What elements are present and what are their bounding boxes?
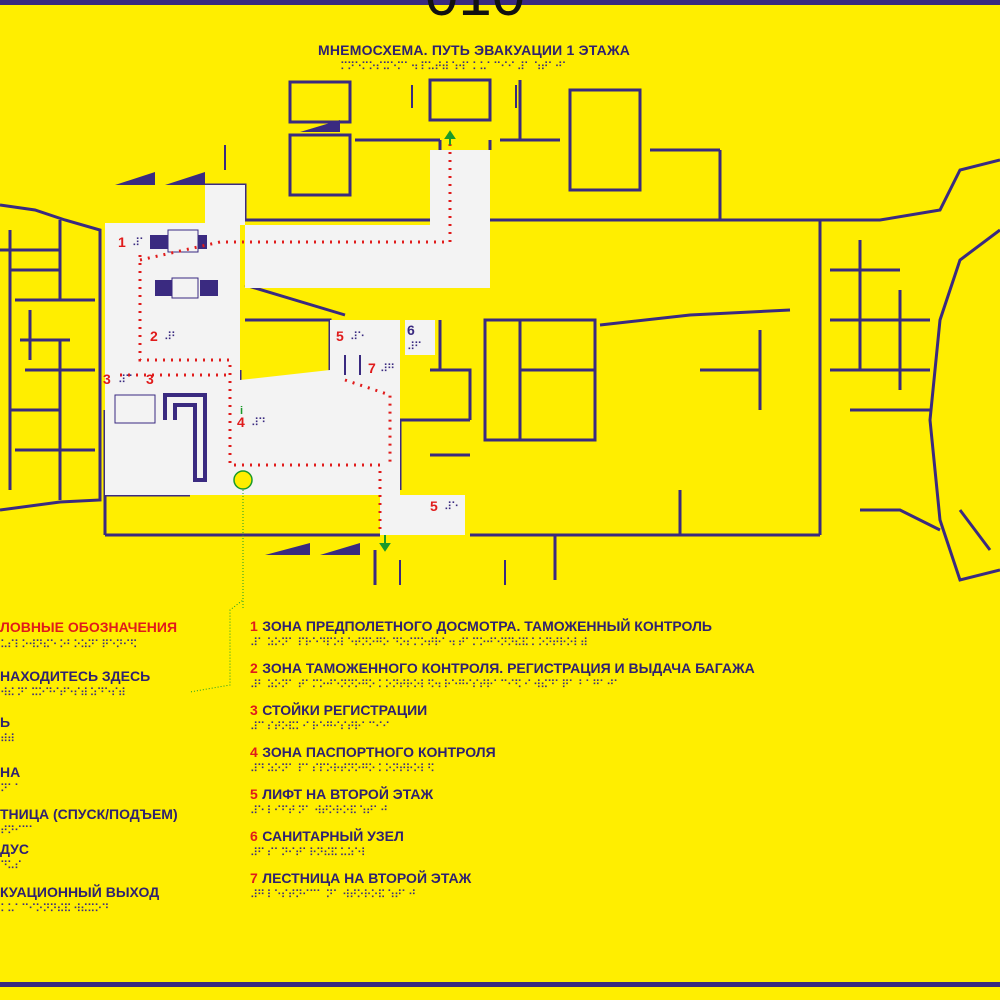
legend-item-5: 5 ЛИФТ НА ВТОРОЙ ЭТАЖ ⠼⠑ ⠇⠊⠋⠞ ⠝⠁ ⠺⠞⠕⠗⠕⠯ … bbox=[250, 786, 434, 817]
legend-symbol-braille: ⠾⠾ bbox=[0, 732, 15, 745]
evacuation-zones bbox=[105, 150, 490, 535]
legend-item-text: СТОЙКИ РЕГИСТРАЦИИ bbox=[262, 702, 428, 718]
legend-item-number: 3 bbox=[250, 702, 258, 718]
legend-symbol-braille: ⠝⠁⠁ bbox=[0, 782, 22, 795]
plan-label-1: 1 bbox=[118, 234, 126, 250]
legend-symbol-6: КУАЦИОННЫЙ ВЫХОД ⠅⠥⠁⠉⠊⠕⠝⠝⠮⠯ ⠺⠮⠭⠕⠙ bbox=[0, 884, 160, 915]
legend-item-text: ЗОНА ПАСПОРТНОГО КОНТРОЛЯ bbox=[262, 744, 496, 760]
plan-label-2: 2 bbox=[150, 328, 158, 344]
exit-arrows bbox=[379, 130, 456, 552]
legend-heading-braille: ⠥⠎⠇⠕⠺⠝⠮⠑ ⠕⠃⠕⠵⠝⠁⠟⠑⠝⠊⠫ bbox=[0, 638, 138, 651]
plan-label-4-braille: ⠼⠙ bbox=[251, 416, 266, 429]
legend-heading: ЛОВНЫЕ ОБОЗНАЧЕНИЯ bbox=[0, 619, 178, 635]
legend-symbol-text: НАХОДИТЕСЬ ЗДЕСЬ bbox=[0, 668, 151, 684]
legend-symbol-braille: ⠙⠥⠎ bbox=[0, 859, 22, 872]
legend-symbol-text: КУАЦИОННЫЙ ВЫХОД bbox=[0, 884, 160, 900]
plan-label-5b: 5 bbox=[430, 498, 438, 514]
legend-item-4: 4 ЗОНА ПАСПОРТНОГО КОНТРОЛЯ ⠼⠙ ⠵⠕⠝⠁ ⠏⠁⠎⠏… bbox=[250, 744, 496, 775]
legend-item-number: 7 bbox=[250, 870, 258, 886]
you-are-here-leader bbox=[189, 520, 244, 693]
plan-label-6-braille: ⠼⠋ bbox=[407, 340, 422, 353]
legend-item-number: 6 bbox=[250, 828, 258, 844]
legend-item-text: ЗОНА ПРЕДПОЛЕТНОГО ДОСМОТРА. ТАМОЖЕННЫЙ … bbox=[262, 618, 712, 634]
legend-item-number: 5 bbox=[250, 786, 258, 802]
legend-symbol-4: ТНИЦА (СПУСК/ПОДЪЕМ) ⠞⠝⠊⠉⠁ bbox=[0, 806, 178, 837]
legend-symbol-text: ТНИЦА (СПУСК/ПОДЪЕМ) bbox=[0, 806, 178, 822]
legend-item-7: 7 ЛЕСТНИЦА НА ВТОРОЙ ЭТАЖ ⠼⠛ ⠇⠑⠎⠞⠝⠊⠉⠁ ⠝⠁… bbox=[250, 870, 472, 901]
legend-item-braille: ⠼⠛ ⠇⠑⠎⠞⠝⠊⠉⠁ ⠝⠁ ⠺⠞⠕⠗⠕⠯ ⠱⠞⠁⠚ bbox=[250, 888, 416, 901]
legend-symbol-2: Ь ⠾⠾ bbox=[0, 714, 15, 745]
legend-item-braille: ⠼⠃ ⠵⠕⠝⠁ ⠞⠁⠍⠕⠚⠑⠝⠝⠕⠛⠕ ⠅⠕⠝⠞⠗⠕⠇⠫⠲ ⠗⠑⠛⠊⠎⠞⠗⠁⠉⠊… bbox=[250, 678, 621, 691]
legend-symbol-1: НАХОДИТЕСЬ ЗДЕСЬ ⠺⠮ ⠝⠁⠭⠕⠙⠊⠞⠑⠎⠾ ⠵⠙⠑⠎⠾ bbox=[0, 668, 151, 699]
legend-symbol-braille: ⠞⠝⠊⠉⠁ bbox=[0, 824, 36, 837]
legend-item-text: ЛЕСТНИЦА НА ВТОРОЙ ЭТАЖ bbox=[262, 870, 472, 886]
legend-item-braille: ⠼⠙ ⠵⠕⠝⠁ ⠏⠁⠎⠏⠕⠗⠞⠝⠕⠛⠕ ⠅⠕⠝⠞⠗⠕⠇⠫ bbox=[250, 762, 435, 775]
legend-item-braille: ⠼⠉ ⠎⠞⠕⠯⠅⠊ ⠗⠑⠛⠊⠎⠞⠗⠁⠉⠊⠊ bbox=[250, 720, 390, 733]
legend-item-number: 4 bbox=[250, 744, 258, 760]
plan-label-3b: 3 bbox=[146, 371, 154, 387]
legend-symbol-3: НА ⠝⠁⠁ bbox=[0, 764, 22, 795]
legend-item-number: 1 bbox=[250, 618, 258, 634]
top-border bbox=[0, 0, 1000, 5]
plan-label-1-braille: ⠼⠁ bbox=[132, 236, 147, 249]
legend-item-3: 3 СТОЙКИ РЕГИСТРАЦИИ ⠼⠉ ⠎⠞⠕⠯⠅⠊ ⠗⠑⠛⠊⠎⠞⠗⠁⠉… bbox=[250, 702, 428, 733]
legend-item-text: ЗОНА ТАМОЖЕННОГО КОНТРОЛЯ. РЕГИСТРАЦИЯ И… bbox=[262, 660, 755, 676]
equipment bbox=[114, 229, 218, 482]
plan-label-5a: 5 bbox=[336, 328, 344, 344]
plan-label-2-braille: ⠼⠃ bbox=[164, 330, 179, 343]
info-marker-label: i bbox=[240, 405, 244, 417]
plan-label-7: 7 bbox=[368, 360, 376, 376]
plan-label-6: 6 bbox=[407, 322, 415, 338]
legend-symbol-text: Ь bbox=[0, 714, 11, 730]
legend-symbol-text: ДУС bbox=[0, 841, 29, 857]
legend-item-number: 2 bbox=[250, 660, 258, 676]
sign-code: 010 bbox=[425, 0, 525, 29]
stairs-symbols bbox=[115, 120, 360, 555]
legend-symbol-braille: ⠅⠥⠁⠉⠊⠕⠝⠝⠮⠯ ⠺⠮⠭⠕⠙ bbox=[0, 902, 109, 915]
plan-label-5a-braille: ⠼⠑ bbox=[350, 330, 365, 343]
map-title: МНЕМОСХЕМА. ПУТЬ ЭВАКУАЦИИ 1 ЭТАЖА bbox=[318, 42, 631, 58]
plan-label-7-braille: ⠼⠛ bbox=[380, 362, 395, 375]
legend-item-braille: ⠼⠋ ⠎⠁⠝⠊⠞⠁⠗⠝⠮⠯ ⠥⠵⠑⠇ bbox=[250, 846, 369, 859]
legend-symbol-text: НА bbox=[0, 764, 21, 780]
legend-item-6: 6 САНИТАРНЫЙ УЗЕЛ ⠼⠋ ⠎⠁⠝⠊⠞⠁⠗⠝⠮⠯ ⠥⠵⠑⠇ bbox=[250, 828, 404, 859]
floor-plan bbox=[0, 78, 1000, 610]
legend-item-text: САНИТАРНЫЙ УЗЕЛ bbox=[262, 828, 404, 844]
bottom-border bbox=[0, 982, 1000, 987]
plan-label-3a-braille: ⠼⠉ bbox=[118, 373, 133, 386]
evacuation-path bbox=[120, 142, 452, 535]
title-braille: ⠍⠝⠑⠍⠕⠎⠭⠑⠍⠁⠲ ⠏⠥⠞⠾ ⠱⠺⠁⠅⠥⠁⠉⠊⠊ ⠼⠁ ⠱⠞⠁⠚⠁ bbox=[340, 60, 570, 73]
plan-label-5b-braille: ⠼⠑ bbox=[444, 500, 459, 513]
legend-item-text: ЛИФТ НА ВТОРОЙ ЭТАЖ bbox=[262, 786, 434, 802]
legend-item-braille: ⠼⠑ ⠇⠊⠋⠞ ⠝⠁ ⠺⠞⠕⠗⠕⠯ ⠱⠞⠁⠚ bbox=[250, 804, 388, 817]
legend-item-braille: ⠼⠁ ⠵⠕⠝⠁ ⠏⠗⠑⠙⠏⠕⠇⠑⠞⠝⠕⠛⠕ ⠙⠕⠎⠍⠕⠞⠗⠁⠲ ⠞⠁⠍⠕⠚⠑⠝⠝… bbox=[250, 636, 588, 649]
plan-label-4: 4 bbox=[237, 414, 245, 430]
legend-item-2: 2 ЗОНА ТАМОЖЕННОГО КОНТРОЛЯ. РЕГИСТРАЦИЯ… bbox=[250, 660, 755, 691]
plan-label-3a: 3 bbox=[103, 371, 111, 387]
legend-symbol-braille: ⠺⠮ ⠝⠁⠭⠕⠙⠊⠞⠑⠎⠾ ⠵⠙⠑⠎⠾ bbox=[0, 686, 126, 699]
legend-symbol-5: ДУС ⠙⠥⠎ bbox=[0, 841, 29, 872]
legend-item-1: 1 ЗОНА ПРЕДПОЛЕТНОГО ДОСМОТРА. ТАМОЖЕННЫ… bbox=[250, 618, 712, 649]
level-arrows bbox=[224, 85, 517, 585]
